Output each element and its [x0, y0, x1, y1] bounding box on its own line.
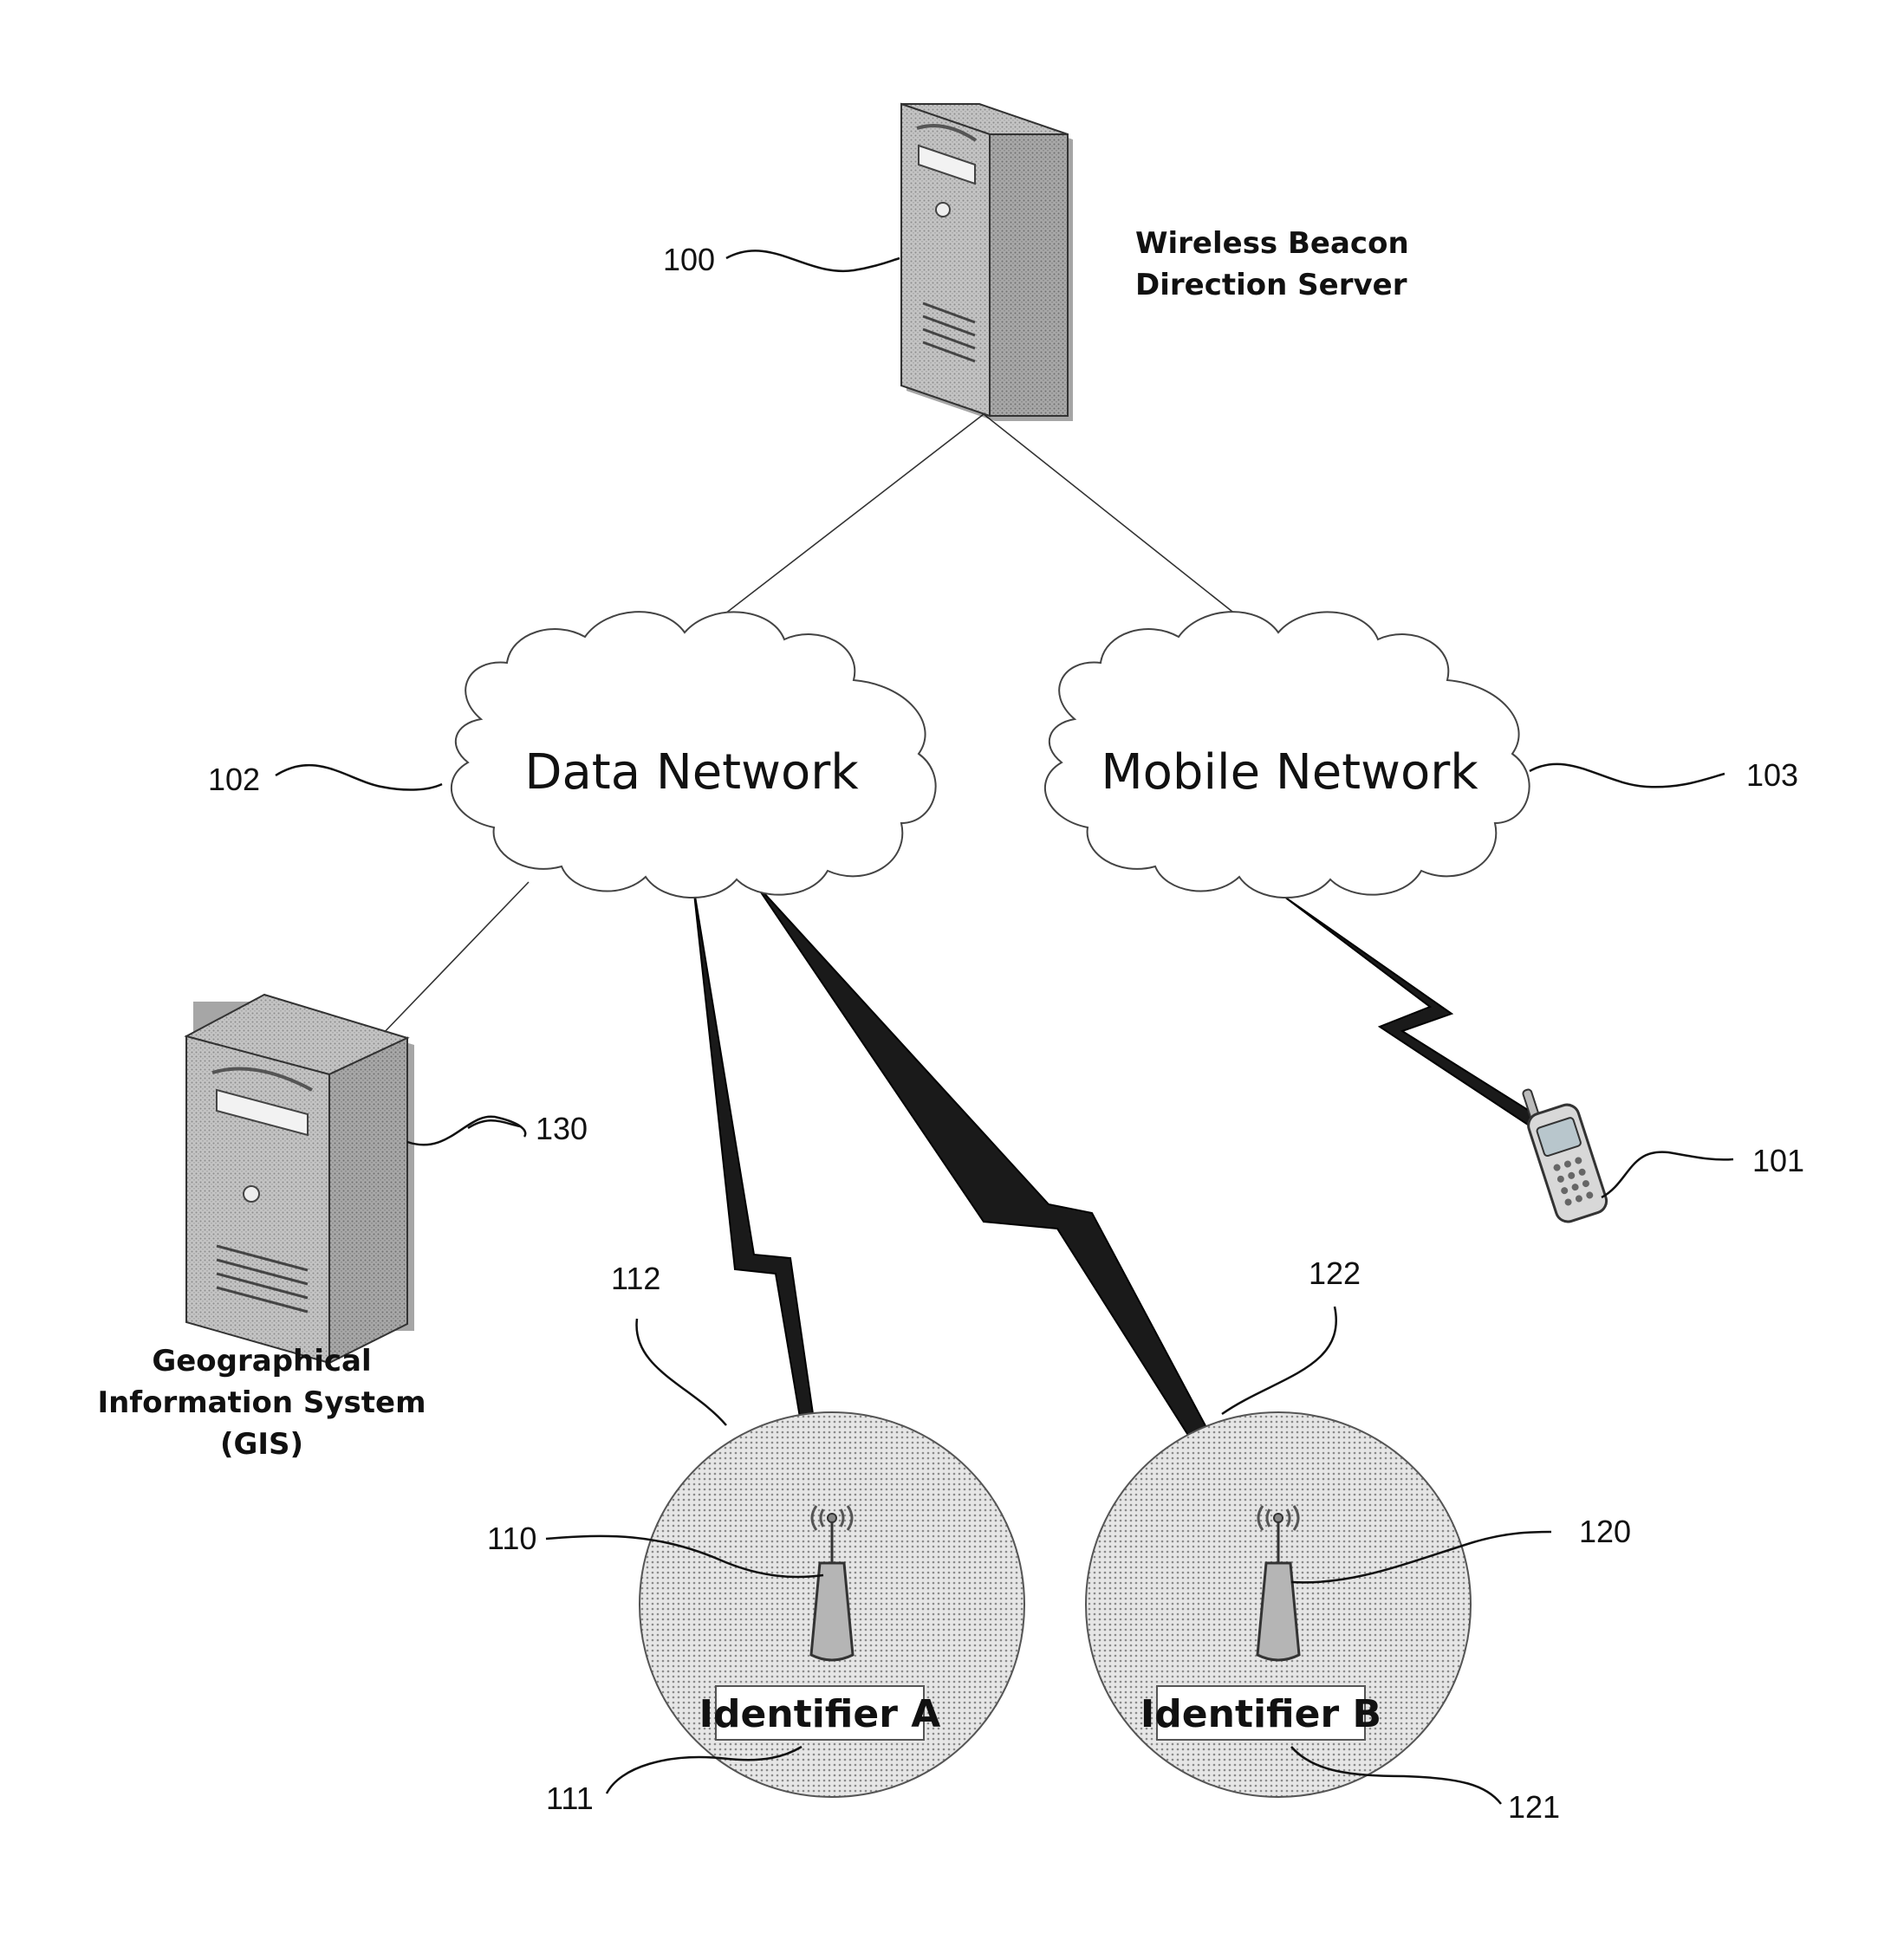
beacon-b-zone: Identifier B 120 122 121: [1086, 1255, 1631, 1825]
gis-server: 130 Geographical Information System (GIS…: [97, 995, 588, 1462]
identifier-b-label: Identifier B: [1140, 1692, 1381, 1736]
zone-a-ref-leader: [637, 1319, 726, 1425]
identifier-a-ref-number: 111: [546, 1781, 594, 1816]
gis-title-line2: Information System: [97, 1385, 426, 1420]
zone-b-ref-number: 122: [1309, 1255, 1361, 1291]
server-tower-icon: [186, 995, 414, 1363]
identifier-b-ref-number: 121: [1508, 1789, 1560, 1825]
data-network: Data Network 102: [208, 612, 936, 898]
gis-title-line3: (GIS): [220, 1427, 303, 1462]
identifier-a-label: Identifier A: [699, 1692, 941, 1736]
mobile-ref-number: 101: [1752, 1143, 1804, 1178]
gis-ref-number: 130: [536, 1111, 588, 1146]
wireless-link-mobile: [1284, 897, 1551, 1130]
gis-title-line1: Geographical: [152, 1344, 371, 1378]
mobile-network: Mobile Network 103: [1045, 612, 1798, 898]
beacon-a-ref-number: 110: [487, 1521, 536, 1556]
mobile-device: 101: [1517, 1077, 1804, 1225]
beacon-a-zone: Identifier A 110 112 111: [487, 1261, 1024, 1816]
server-title-line2: Direction Server: [1135, 268, 1407, 302]
data-network-label: Data Network: [524, 744, 859, 801]
mobile-ref-leader: [1602, 1152, 1733, 1197]
wireless-beacon-direction-server: Wireless Beacon Direction Server 100: [663, 104, 1409, 421]
data-network-ref-number: 102: [208, 762, 260, 797]
link-data-network-gis: [381, 882, 529, 1035]
mobile-phone-icon: [1517, 1077, 1610, 1225]
mobile-network-label: Mobile Network: [1101, 744, 1478, 801]
server-tower-icon: [901, 104, 1073, 421]
gis-ref-leader: [407, 1117, 525, 1145]
mobile-network-ref-number: 103: [1746, 757, 1798, 793]
zone-a-ref-number: 112: [611, 1261, 660, 1296]
data-network-ref-leader: [276, 765, 442, 789]
mobile-network-ref-leader: [1530, 764, 1725, 787]
server-ref-leader: [726, 250, 900, 270]
zone-b-ref-leader: [1222, 1307, 1336, 1414]
server-ref-number: 100: [663, 242, 715, 277]
beacon-b-ref-number: 120: [1579, 1514, 1631, 1549]
server-title-line1: Wireless Beacon: [1135, 226, 1409, 261]
